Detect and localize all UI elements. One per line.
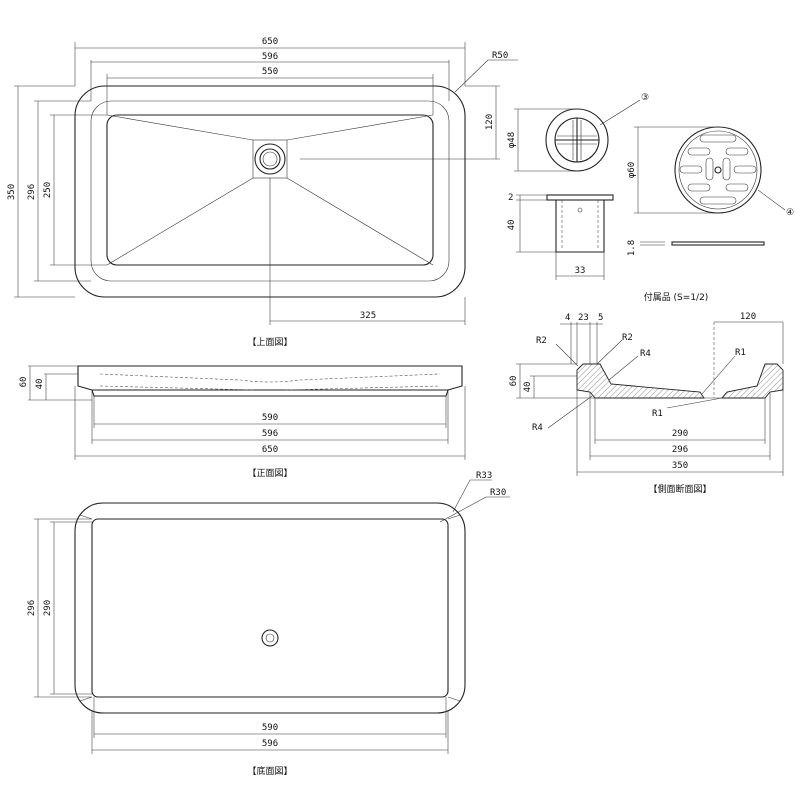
drain-hole [262, 151, 278, 167]
dim-596: 596 [262, 52, 278, 62]
marker-3: ③ [641, 93, 649, 103]
accessories-caption: 付属品 (S=1/2) [644, 292, 709, 303]
section-right-body [721, 363, 784, 399]
bottom-inner [91, 518, 449, 698]
dim-23: 23 [578, 313, 589, 323]
drain-area [252, 139, 288, 179]
drain-inner-ring [259, 148, 281, 170]
radius-r1-bottom: R1 [652, 409, 663, 419]
bottom-outer [74, 502, 466, 714]
dim-296: 296 [27, 184, 37, 200]
radius-r30: R30 [490, 488, 506, 498]
cover-rim [678, 130, 758, 210]
dim-4: 4 [565, 313, 570, 323]
bottom-drain [261, 629, 279, 647]
radius-r4-mid: R4 [640, 349, 651, 359]
dim-120: 120 [485, 114, 495, 130]
top-view-caption: 【上面図】 [247, 337, 292, 348]
dim-60-side: 60 [509, 376, 519, 387]
front-rim [77, 365, 463, 391]
dim-1-8: 1.8 [627, 240, 637, 256]
marker-4: ④ [786, 208, 794, 218]
dim-2: 2 [508, 193, 513, 203]
dim-40-front: 40 [35, 379, 45, 390]
dim-40-side: 40 [523, 382, 533, 393]
front-view-caption: 【正面図】 [247, 468, 292, 479]
cover-side [671, 241, 765, 246]
strainer-flange [546, 194, 614, 201]
side-section: 4 23 5 120 R2 R2 R4 R4 R1 R1 60 40 290 2… [509, 312, 784, 495]
cover-center-hole [714, 166, 722, 174]
dim-650: 650 [262, 37, 278, 47]
dim-120-side: 120 [740, 312, 756, 322]
cover-outer [674, 126, 762, 214]
dim-350-side: 350 [672, 461, 688, 471]
front-hidden-bowl [99, 373, 441, 383]
slope-line [286, 177, 434, 266]
side-section-caption: 【側面断面図】 [648, 483, 711, 495]
section-left-body [576, 363, 705, 399]
radius-r4-left: R4 [532, 423, 543, 433]
dim-296-side: 296 [672, 445, 688, 455]
front-view: 60 40 590 596 650 【正面図】 [19, 365, 466, 479]
bottom-drain-inner [265, 633, 275, 643]
dim-40-acc: 40 [507, 220, 517, 231]
dim-60-front: 60 [19, 377, 29, 388]
dim-550: 550 [262, 67, 278, 77]
top-view: 650 596 550 R50 120 350 296 250 325 【上面図… [7, 37, 518, 348]
dim-290-bottom: 290 [43, 600, 53, 616]
slope-line [286, 114, 434, 141]
bottom-view: R33 R30 296 290 590 596 【底面図】 [27, 471, 510, 777]
front-base [91, 389, 449, 397]
dim-325: 325 [360, 311, 376, 321]
dim-r50: R50 [492, 51, 508, 61]
dim-590-front: 590 [262, 413, 278, 423]
dim-phi60: φ60 [627, 162, 637, 178]
radius-r2-mid: R2 [622, 333, 633, 343]
dim-5: 5 [598, 313, 603, 323]
dim-350: 350 [7, 184, 17, 200]
accessories: φ48 ③ φ60 ④ 2 40 [507, 93, 794, 303]
strainer-body [555, 200, 605, 253]
radius-r2-left: R2 [536, 336, 547, 346]
dim-596-bottom: 596 [262, 739, 278, 749]
dim-296-bottom: 296 [27, 600, 37, 616]
dim-596-front: 596 [262, 429, 278, 439]
cover-slots [679, 134, 757, 205]
dim-250: 250 [43, 182, 53, 198]
slope-line [106, 114, 254, 141]
dim-33: 33 [575, 266, 586, 276]
bottom-view-caption: 【底面図】 [247, 765, 292, 777]
radius-r1-top: R1 [735, 348, 746, 358]
radius-r33: R33 [476, 471, 492, 481]
dim-290-side: 290 [672, 429, 688, 439]
drain-outer-ring [254, 143, 286, 175]
slope-line [106, 177, 254, 266]
dim-650-front: 650 [262, 445, 278, 455]
dim-phi48: φ48 [507, 132, 517, 148]
dim-590-bottom: 590 [262, 723, 278, 733]
